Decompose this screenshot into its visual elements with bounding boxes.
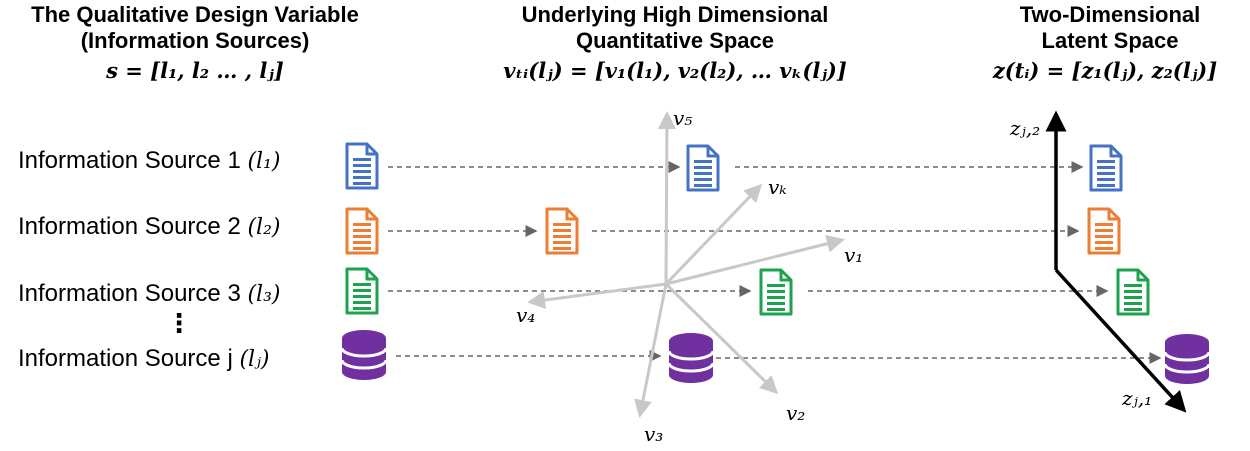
document-icon-orange-latent (1087, 207, 1121, 255)
database-icon-source (340, 328, 388, 382)
label-z1: zⱼ,₁ (1121, 386, 1152, 410)
left-column-title: The Qualitative Design Variable (Informa… (0, 2, 390, 54)
document-icon-orange-source (345, 207, 379, 255)
axis-v1 (665, 234, 845, 286)
axis-v5 (657, 111, 676, 285)
document-icon-blue-source (345, 142, 379, 190)
source-1-text: Information Source 1 (18, 147, 241, 174)
label-vk: vₖ (768, 175, 787, 199)
document-icon-blue-highdim (686, 144, 720, 192)
right-formula: z(tᵢ) = [z₁(lⱼ), z₂(lⱼ)] (992, 58, 1218, 83)
axis-v2 (664, 282, 779, 395)
middle-column-title: Underlying High Dimensional Quantitative… (470, 2, 880, 54)
source-1-symbol: (l₁) (247, 149, 281, 174)
document-icon-green-source (345, 267, 379, 315)
source-j-symbol: (lⱼ) (239, 347, 270, 372)
axis-z1 (1054, 268, 1187, 413)
label-v4: v₄ (516, 303, 535, 327)
high-dim-axes (527, 111, 845, 418)
latent-axes (1045, 110, 1187, 413)
axis-v4 (527, 282, 667, 309)
right-title-line2: Latent Space (1041, 28, 1179, 53)
source-label-2: Information Source 2 (l₂) (18, 213, 281, 241)
document-icon-green-latent (1116, 268, 1150, 316)
middle-title-line2: Quantitative Space (575, 28, 775, 53)
source-3-text: Information Source 3 (18, 280, 241, 307)
document-icon-blue-latent (1089, 144, 1123, 192)
ellipsis: ⋮ (166, 308, 192, 338)
label-z2: zⱼ,₂ (1009, 116, 1040, 140)
label-v5: v₅ (673, 106, 692, 130)
right-title-line1: Two-Dimensional (1019, 2, 1201, 27)
left-title-line2: (Information Sources) (80, 28, 310, 53)
left-formula: s = [l₁, l₂ … , lⱼ] (106, 58, 284, 83)
flow-arrows (388, 161, 1162, 364)
source-label-3: Information Source 3 (l₃) (18, 280, 281, 308)
document-icon-orange-highdim (545, 207, 579, 255)
database-icon-latent (1163, 332, 1211, 386)
label-v2: v₂ (786, 401, 805, 425)
left-title-line1: The Qualitative Design Variable (31, 2, 359, 27)
middle-formula: vₜᵢ(lⱼ) = [v₁(l₁), v₂(l₂), … vₖ(lⱼ)] (503, 58, 847, 83)
document-icon-green-highdim (759, 268, 793, 316)
source-2-text: Information Source 2 (18, 213, 241, 240)
label-v3: v₃ (644, 422, 663, 446)
axis-vk (664, 183, 763, 286)
source-3-symbol: (l₃) (247, 282, 281, 307)
label-v1: v₁ (844, 243, 863, 267)
source-label-j: Information Source j (lⱼ) (18, 345, 269, 373)
source-2-symbol: (l₂) (247, 215, 281, 240)
axis-v3 (634, 283, 668, 418)
middle-title-line1: Underlying High Dimensional (521, 2, 829, 27)
source-label-1: Information Source 1 (l₁) (18, 147, 281, 175)
right-column-title: Two-Dimensional Latent Space (980, 2, 1240, 54)
source-j-text: Information Source j (18, 345, 233, 372)
database-icon-highdim (667, 331, 715, 385)
